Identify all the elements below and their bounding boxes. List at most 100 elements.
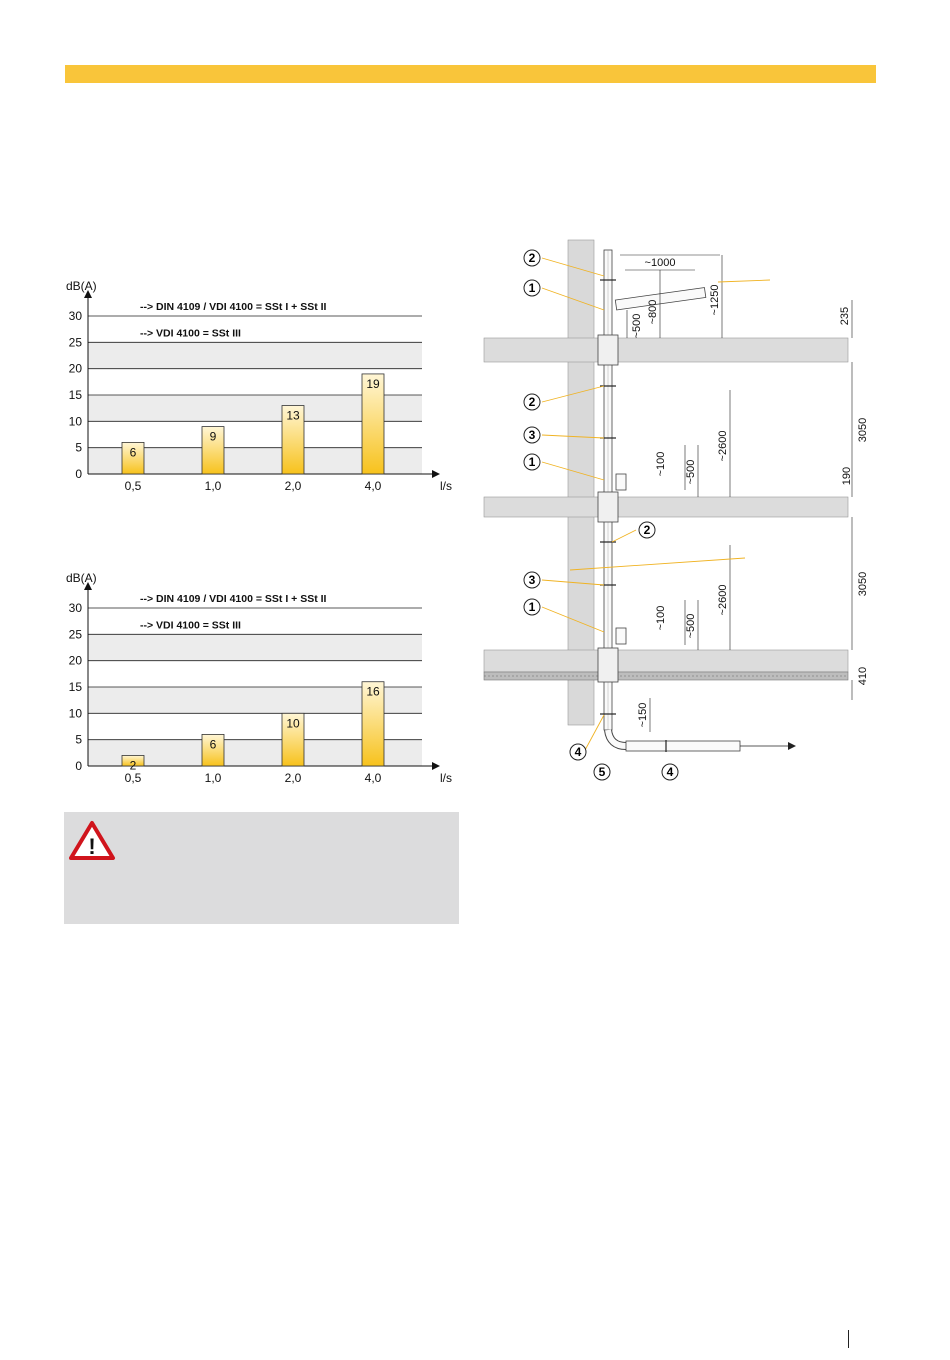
dimension-label: 3050 <box>857 572 869 596</box>
y-tick-label: 10 <box>69 414 83 428</box>
bar-value-label: 6 <box>210 737 217 751</box>
x-tick-label: 1,0 <box>205 479 222 493</box>
x-axis-label: l/s <box>440 479 452 493</box>
dimension-label: ~100 <box>655 452 667 477</box>
bar <box>361 373 385 475</box>
reference-line-label: --> VDI 4100 = SSt III <box>140 327 241 339</box>
warning-triangle-icon: ! <box>69 821 115 860</box>
bar-value-label: 13 <box>286 409 300 423</box>
y-axis-label: dB(A) <box>66 571 97 585</box>
dimension-label: ~500 <box>685 460 697 485</box>
x-tick-label: 2,0 <box>285 771 302 785</box>
bar <box>281 405 305 475</box>
callout-number: 4 <box>667 765 674 779</box>
bar <box>121 441 145 475</box>
horizontal-pipe <box>625 740 741 752</box>
bar <box>121 755 145 767</box>
y-tick-label: 30 <box>69 309 83 323</box>
header-accent-bar <box>65 65 876 83</box>
branch-fitting-bottom <box>615 627 627 645</box>
grid-band <box>88 634 422 661</box>
y-tick-label: 5 <box>75 733 82 747</box>
pipe-sleeve-1 <box>597 334 619 366</box>
x-tick-label: 0,5 <box>125 479 142 493</box>
y-tick-label: 10 <box>69 706 83 720</box>
bar-value-label: 19 <box>366 377 380 391</box>
dimension-label: ~100 <box>655 606 667 631</box>
y-tick-label: 20 <box>69 362 83 376</box>
x-tick-label: 4,0 <box>365 479 382 493</box>
installation-diagram: 2 1 2 3 1 2 3 1 4 5 4 ~1000 ~1250 ~80 <box>470 239 869 800</box>
dimension-label: ~1000 <box>645 257 676 269</box>
bar <box>201 733 225 767</box>
bar <box>281 712 305 767</box>
reference-line-label: --> DIN 4109 / VDI 4100 = SSt I + SSt II <box>140 593 327 605</box>
dimension-label: 235 <box>839 307 851 325</box>
dimension-label: 410 <box>857 667 869 685</box>
x-tick-label: 0,5 <box>125 771 142 785</box>
bar-value-label: 9 <box>210 430 217 444</box>
callout-number: 2 <box>529 395 536 409</box>
x-tick-label: 2,0 <box>285 479 302 493</box>
y-tick-label: 0 <box>75 759 82 773</box>
grid-band <box>88 342 422 369</box>
dimension-label: ~150 <box>637 703 649 728</box>
y-axis-arrow-icon <box>84 290 92 298</box>
x-axis-arrow-icon <box>432 762 440 770</box>
x-tick-label: 4,0 <box>365 771 382 785</box>
callout-number: 4 <box>575 745 582 759</box>
callout-number: 1 <box>529 600 536 614</box>
y-tick-label: 20 <box>69 654 83 668</box>
callout-markers: 2 1 2 3 1 2 3 1 4 5 4 <box>523 249 679 781</box>
bar <box>201 426 225 475</box>
y-tick-label: 25 <box>69 627 83 641</box>
x-axis-label: l/s <box>440 771 452 785</box>
flow-arrow-icon <box>788 742 796 750</box>
y-tick-label: 5 <box>75 441 82 455</box>
x-axis-arrow-icon <box>432 470 440 478</box>
callout-number: 1 <box>529 281 536 295</box>
dimension-label: ~1250 <box>709 285 721 316</box>
dimension-label: 190 <box>841 467 853 485</box>
dimension-labels: ~1000 ~1250 ~800 ~500 235 ~2600 3050 ~10… <box>631 257 869 727</box>
bar-value-label: 10 <box>286 716 300 730</box>
wall <box>567 239 595 726</box>
pipe-sleeve-3 <box>597 647 619 683</box>
callout-number: 1 <box>529 455 536 469</box>
installation-diagram-svg: 2 1 2 3 1 2 3 1 4 5 4 ~1000 ~1250 ~80 <box>483 239 869 781</box>
callout-number: 2 <box>529 251 536 265</box>
dimension-label: 3050 <box>857 418 869 442</box>
pipe-sleeve-2 <box>597 491 619 523</box>
x-tick-label: 1,0 <box>205 771 222 785</box>
dimension-lines <box>620 254 853 732</box>
callout-number: 5 <box>599 765 606 779</box>
y-tick-label: 15 <box>69 388 83 402</box>
bar-value-label: 2 <box>130 758 137 772</box>
y-tick-label: 30 <box>69 601 83 615</box>
noise-chart-2: 0 5 10 15 20 25 30 --> DIN 4109 / VDI 4100 = SS… <box>60 570 460 810</box>
reference-line-label: --> VDI 4100 = SSt III <box>140 619 241 631</box>
y-axis-label: dB(A) <box>66 279 97 293</box>
y-tick-label: 0 <box>75 467 82 481</box>
callout-number: 3 <box>529 573 536 587</box>
bar-value-label: 6 <box>130 445 137 459</box>
warning-box: ! <box>64 812 459 924</box>
noise-chart-2-svg: 0 5 10 15 20 25 30 --> DIN 4109 / VDI 4100 = SS… <box>66 571 452 785</box>
y-tick-label: 15 <box>69 680 83 694</box>
ceiling-slab-top <box>483 337 849 363</box>
dimension-label: ~800 <box>647 300 659 325</box>
page-number-rule <box>848 1330 849 1348</box>
dimension-label: ~2600 <box>717 431 729 462</box>
bar-value-label: 16 <box>366 685 380 699</box>
floor-slab-middle <box>483 496 849 518</box>
warning-exclamation: ! <box>88 834 95 859</box>
callout-number: 3 <box>529 428 536 442</box>
y-tick-label: 25 <box>69 335 83 349</box>
dimension-label: ~2600 <box>717 585 729 616</box>
dimension-label: ~500 <box>685 614 697 639</box>
callout-number: 2 <box>644 523 651 537</box>
floor-slab-bottom <box>483 649 849 673</box>
callout-lines <box>541 257 771 753</box>
